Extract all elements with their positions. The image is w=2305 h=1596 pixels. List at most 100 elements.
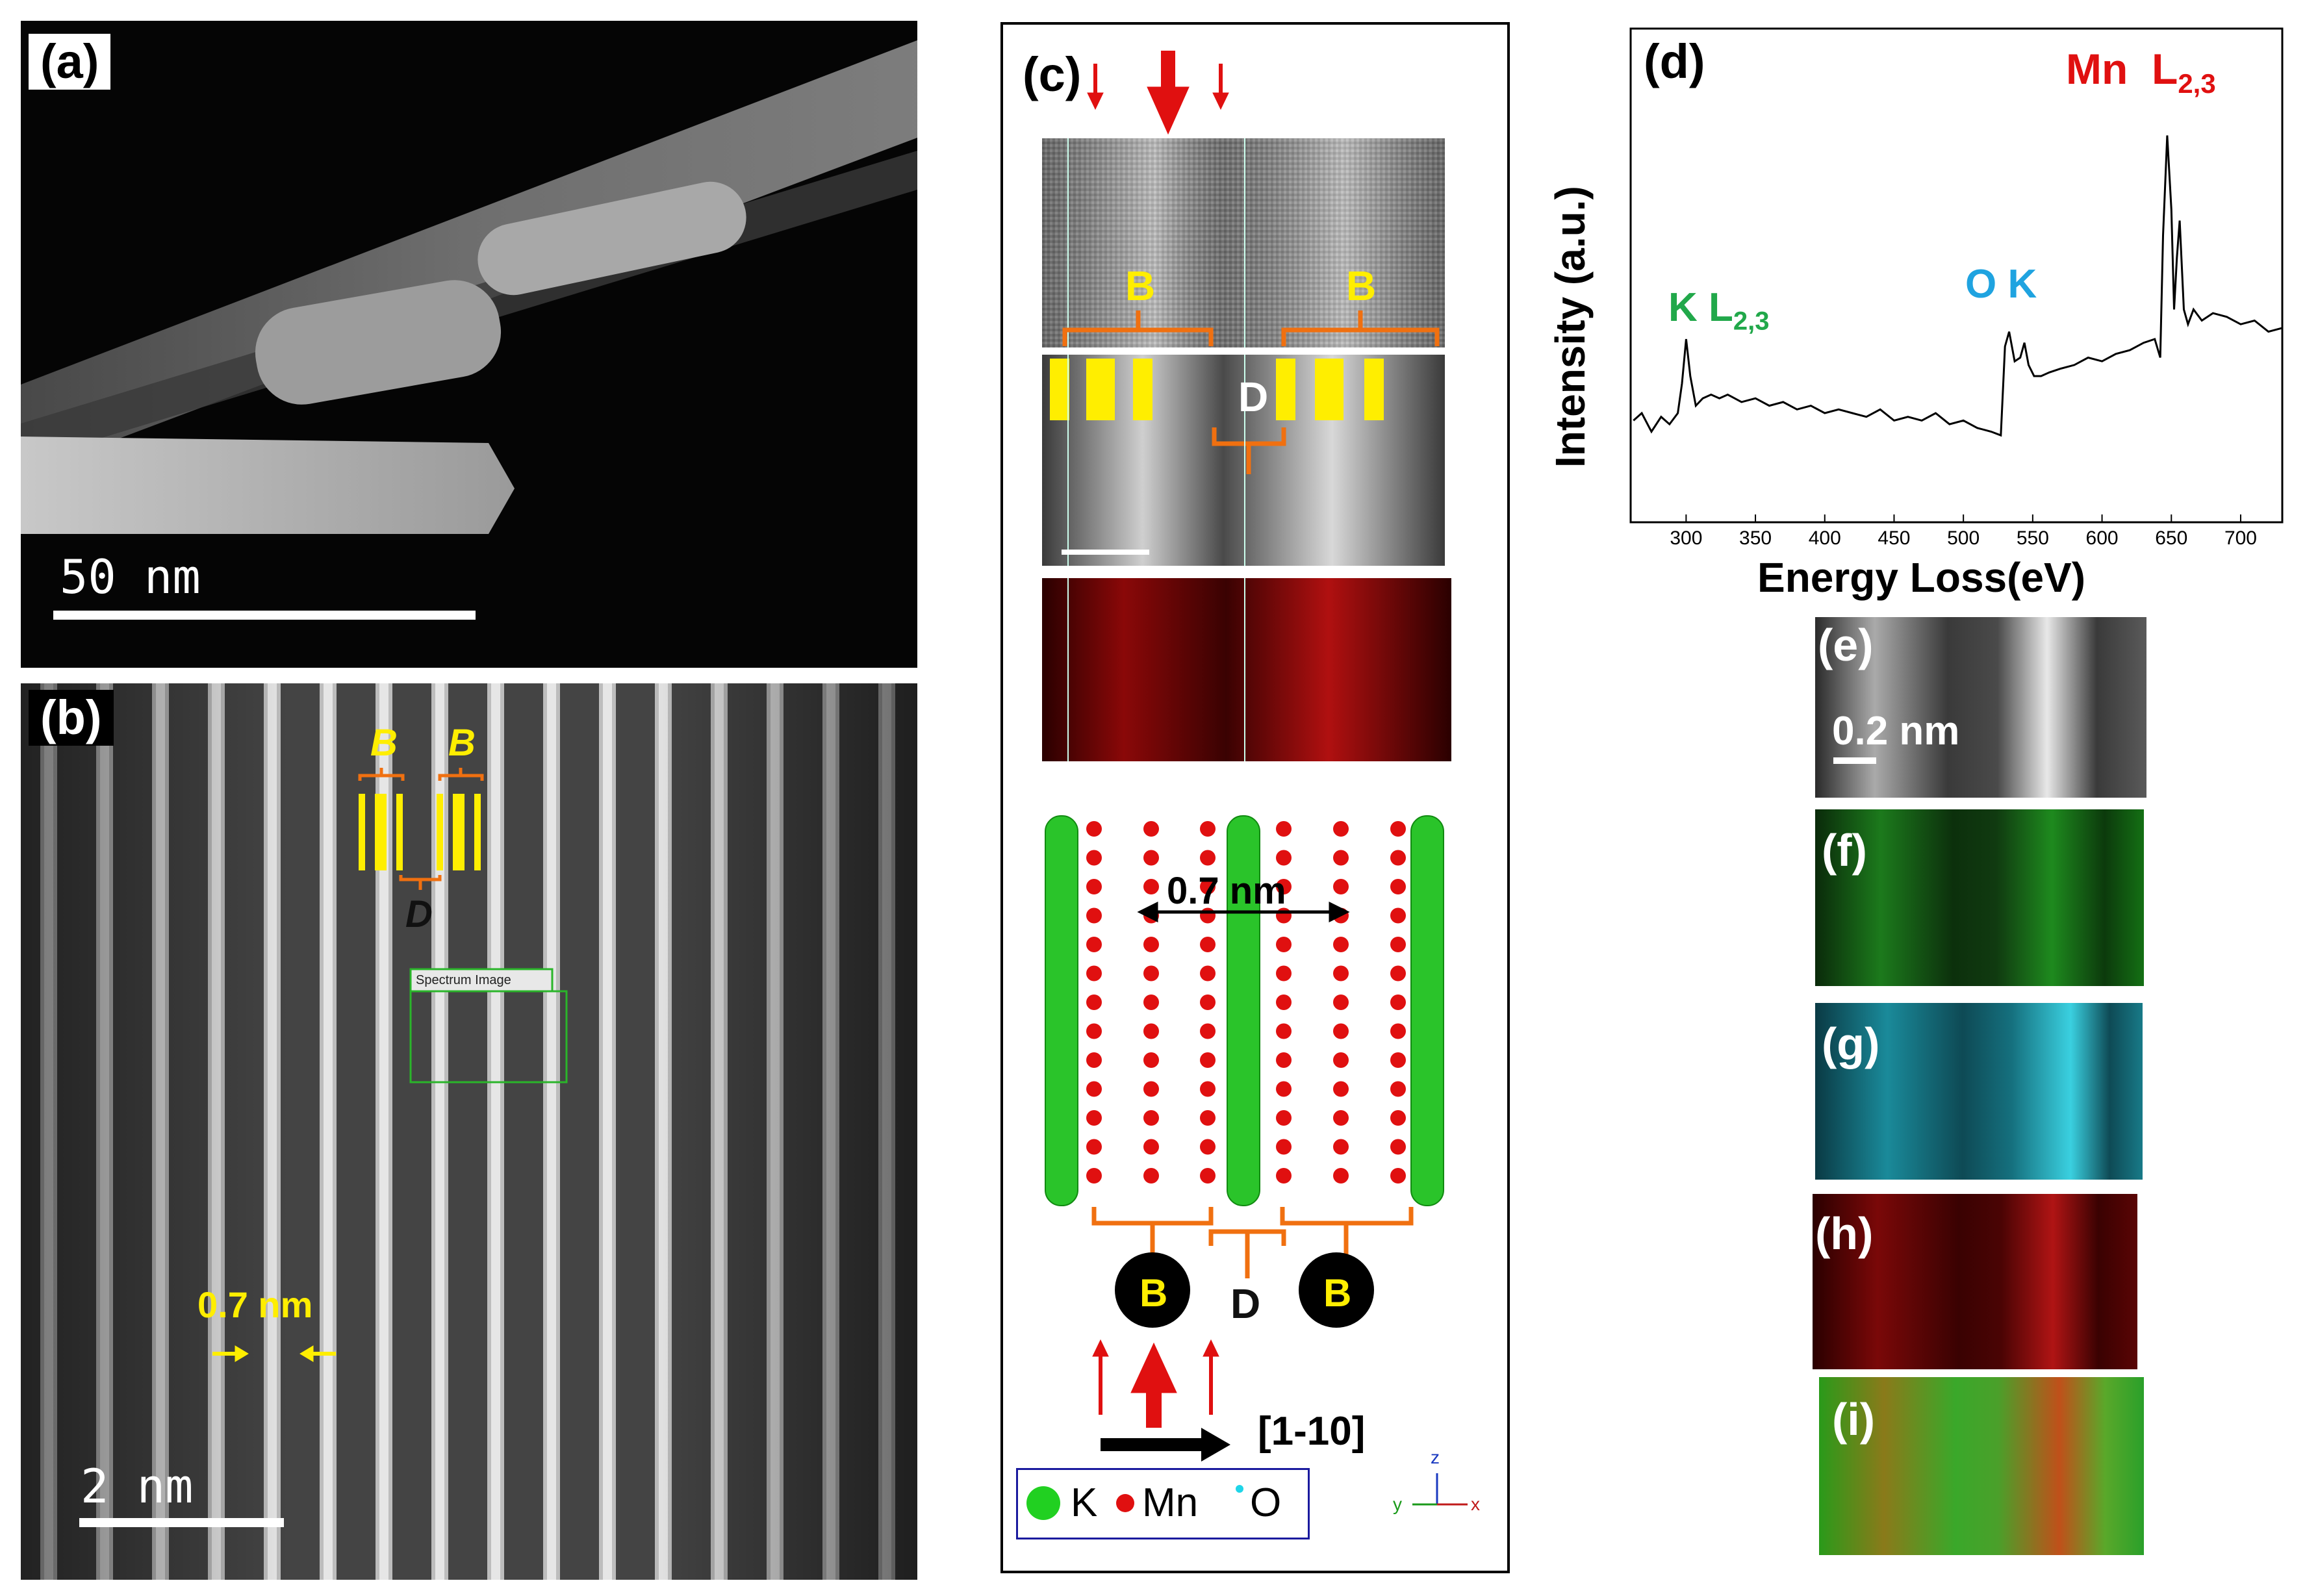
mn-atom-3: [1276, 821, 1292, 837]
mn-atom-0: [1086, 821, 1102, 837]
mn-atom-75: [1276, 1168, 1292, 1184]
panel-f-label: (f): [1822, 825, 1867, 876]
x-ticks: [1685, 514, 2241, 522]
annotation-o: O K: [1965, 262, 2037, 307]
x-tick-label-650: 650: [2155, 527, 2188, 549]
panel-b: (b) B B D Spectrum Image 0.7 nm 2 nm: [21, 683, 917, 1580]
mn-atom-15: [1276, 879, 1292, 894]
mn-atom-27: [1276, 937, 1292, 952]
annotation-k: K L2,3: [1668, 285, 1770, 336]
mn-atom-59: [1390, 1081, 1406, 1097]
mn-atom-31: [1143, 965, 1159, 982]
mn-atom-45: [1276, 1023, 1292, 1039]
mn-atom-47: [1390, 1023, 1406, 1039]
mn-atom-37: [1143, 994, 1159, 1010]
axis-x-label: x: [1471, 1494, 1480, 1514]
mn-atom-60: [1086, 1110, 1102, 1126]
annotation-mn: Mn L2,3: [2066, 44, 2216, 99]
mn-atom-72: [1086, 1168, 1102, 1184]
panel-b-b-label-1: B: [370, 722, 398, 764]
mn-atom-39: [1276, 994, 1292, 1010]
x-tick-label-500: 500: [1947, 527, 1980, 549]
panel-c-bottom-b-label-1: B: [1140, 1271, 1168, 1315]
mn-atom-69: [1276, 1139, 1292, 1155]
chart-frame: [1629, 27, 2284, 524]
panel-b-scale-text: 2 nm: [81, 1459, 194, 1514]
axis-y-label: y: [1393, 1494, 1402, 1514]
mn-atom-25: [1143, 937, 1159, 952]
mn-atom-5: [1390, 821, 1406, 837]
panel-d: (d) Intensity (a.u.) Energy Loss(eV) 300…: [1546, 19, 2287, 617]
mn-atom-12: [1086, 879, 1102, 894]
legend-o: O: [1236, 1480, 1281, 1526]
mn-atom-13: [1143, 879, 1159, 894]
mn-atom-18: [1086, 907, 1102, 924]
mn-atom-33: [1276, 965, 1292, 982]
mn-atom-40: [1333, 994, 1349, 1010]
mn-atom-11: [1390, 850, 1406, 866]
mn-atom-9: [1276, 850, 1292, 866]
mn-atom-4: [1333, 821, 1349, 837]
panel-i: (i): [1819, 1377, 2144, 1555]
panel-a-image: [21, 40, 917, 534]
mn-atom-67: [1143, 1139, 1159, 1155]
mn-atom-10: [1333, 850, 1349, 866]
mn-atom-65: [1390, 1110, 1406, 1126]
panel-c-bottom-b-label-2: B: [1323, 1271, 1352, 1315]
x-tick-label-550: 550: [2016, 527, 2049, 549]
panel-a: (a) 50 nm: [21, 21, 917, 668]
mn-atom-62: [1200, 1110, 1216, 1126]
legend-o-label: O: [1250, 1480, 1282, 1525]
panel-d-label: (d): [1644, 34, 1705, 88]
x-tick-label-300: 300: [1670, 527, 1703, 549]
mn-atom-icon: [1116, 1493, 1134, 1512]
mn-atom-34: [1333, 965, 1349, 982]
mn-atom-2: [1200, 821, 1216, 837]
eels-chart: [1629, 27, 2284, 524]
direction-label: [1-10]: [1258, 1409, 1366, 1454]
mn-atom-35: [1390, 965, 1406, 982]
mn-atom-77: [1390, 1168, 1406, 1184]
mn-atom-48: [1086, 1052, 1102, 1068]
mn-atom-71: [1390, 1139, 1406, 1155]
mn-atom-70: [1333, 1139, 1349, 1155]
mn-atom-53: [1390, 1052, 1406, 1068]
mn-atom-41: [1390, 994, 1406, 1010]
annotation-k-sub: 2,3: [1733, 307, 1770, 336]
mn-atom-74: [1200, 1168, 1216, 1184]
mn-atom-26: [1200, 937, 1216, 952]
legend-k: K: [1026, 1480, 1097, 1526]
mn-atom-29: [1390, 937, 1406, 952]
panel-e-label: (e): [1818, 620, 1874, 670]
panel-c-d-label: D: [1238, 374, 1269, 420]
annotation-k-text: K: [1668, 285, 1698, 330]
spectrum-image-label: Spectrum Image: [416, 973, 511, 987]
mn-atom-1: [1143, 821, 1159, 837]
mn-atom-23: [1390, 907, 1406, 924]
mn-atom-51: [1276, 1052, 1292, 1068]
panel-c-bottom-d-label: D: [1230, 1280, 1261, 1327]
panel-g: (g): [1815, 1003, 2143, 1180]
panel-e-scale-text: 0.2 nm: [1832, 709, 1960, 754]
mn-atom-50: [1200, 1052, 1216, 1068]
panel-c-spacing-label: 0.7 nm: [1167, 870, 1286, 912]
panel-a-scale-text: 50 nm: [60, 550, 201, 604]
x-tick-label-700: 700: [2224, 527, 2257, 549]
x-tick-label-350: 350: [1739, 527, 1772, 549]
panel-b-b-label-2: B: [448, 722, 476, 764]
panel-b-label: (b): [29, 690, 114, 746]
panel-b-image: [21, 683, 917, 1580]
mn-atom-63: [1276, 1110, 1292, 1126]
mn-atom-36: [1086, 994, 1102, 1010]
y-axis-label: Intensity (a.u.): [1547, 186, 1594, 468]
mn-atom-46: [1333, 1023, 1349, 1039]
panel-b-spacing-label: 0.7 nm: [197, 1284, 313, 1325]
x-tick-label-400: 400: [1808, 527, 1841, 549]
panel-c-graphic: [1042, 51, 1468, 1506]
panel-h-label: (h): [1815, 1208, 1874, 1259]
panel-a-scale-bar: [53, 611, 476, 620]
legend-k-label: K: [1071, 1480, 1098, 1525]
mn-atom-43: [1143, 1023, 1159, 1039]
panel-f: (f): [1815, 809, 2144, 986]
k-atom-icon: [1026, 1486, 1060, 1520]
